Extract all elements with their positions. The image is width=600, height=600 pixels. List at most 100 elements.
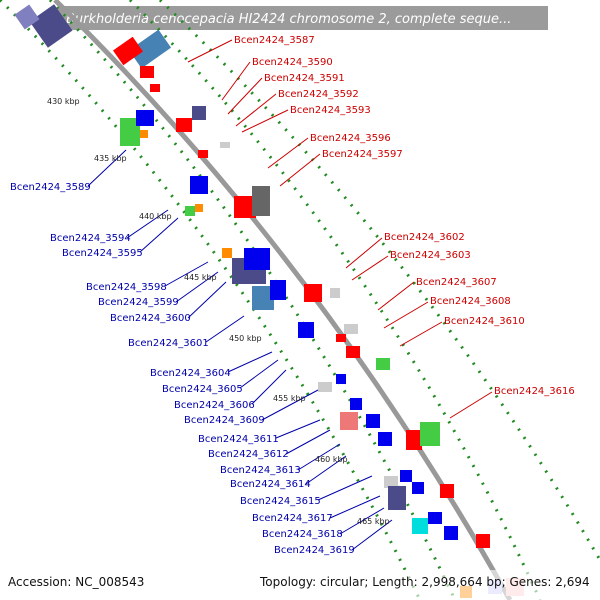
gene-block [340, 412, 358, 430]
gene-label[interactable]: Bcen2424_3619 [274, 545, 355, 556]
gene-block [298, 322, 314, 338]
leader-line [164, 261, 209, 287]
gene-label[interactable]: Bcen2424_3600 [110, 313, 191, 324]
gene-label[interactable]: Bcen2424_3615 [240, 496, 321, 507]
gene-block [128, 29, 172, 69]
gene-labels-left: Bcen2424_3589 Bcen2424_3594 Bcen2424_359… [10, 182, 355, 556]
gene-label[interactable]: Bcen2424_3607 [416, 277, 497, 288]
gene-label[interactable]: Bcen2424_3618 [262, 529, 343, 540]
leader-line [235, 93, 277, 127]
gene-label[interactable]: Bcen2424_3611 [198, 434, 279, 445]
dotted-track-inner-right [128, 0, 542, 600]
gene-block [376, 358, 390, 370]
gene-block [234, 196, 256, 218]
leader-line [241, 109, 289, 133]
gene-label[interactable]: Bcen2424_3590 [252, 57, 333, 68]
gene-block [270, 280, 286, 300]
gene-block [400, 470, 412, 482]
gene-label[interactable]: Bcen2424_3606 [174, 400, 255, 411]
gene-block [150, 84, 160, 92]
gene-label[interactable]: Bcen2424_3596 [310, 133, 391, 144]
gene-label[interactable]: Bcen2424_3593 [290, 105, 371, 116]
gene-block [220, 142, 230, 148]
gene-block [330, 288, 340, 298]
leader-line [267, 137, 309, 169]
gene-label[interactable]: Bcen2424_3602 [384, 232, 465, 243]
gene-label[interactable]: Bcen2424_3591 [264, 73, 345, 84]
kbp-tick: 440 kbp [139, 212, 172, 221]
leader-line [399, 321, 443, 347]
gene-label[interactable]: Bcen2424_3598 [86, 282, 167, 293]
gene-labels-right: Bcen2424_3587 Bcen2424_3590 Bcen2424_359… [234, 35, 575, 397]
kbp-tick: 435 kbp [94, 154, 127, 163]
gene-label[interactable]: Bcen2424_3595 [62, 248, 143, 259]
leader-line [351, 519, 393, 551]
gene-label[interactable]: Bcen2424_3610 [444, 316, 525, 327]
kbp-tick: 450 kbp [229, 334, 262, 343]
gene-label[interactable]: Bcen2424_3609 [184, 415, 265, 426]
gene-label[interactable]: Bcen2424_3616 [494, 386, 575, 397]
gene-block [195, 204, 203, 212]
gene-label[interactable]: Bcen2424_3603 [390, 250, 471, 261]
gene-block [384, 476, 398, 488]
leader-line [187, 39, 233, 63]
gene-label[interactable]: Bcen2424_3612 [208, 449, 289, 460]
gene-block [412, 518, 428, 534]
gene-block [120, 118, 140, 146]
gene-block [244, 248, 270, 270]
map-title: Burkholderia cenocepacia HI2424 chromoso… [66, 12, 511, 27]
leader-lines [87, 39, 493, 551]
gene-label[interactable]: Bcen2424_3587 [234, 35, 315, 46]
gene-label[interactable]: Bcen2424_3599 [98, 297, 179, 308]
gene-block [366, 414, 380, 428]
gene-label[interactable]: Bcen2424_3608 [430, 296, 511, 307]
gene-label[interactable]: Bcen2424_3605 [162, 384, 243, 395]
accession-text: Accession: NC_008543 [8, 575, 144, 589]
leader-line [297, 443, 341, 471]
gene-label[interactable]: Bcen2424_3592 [278, 89, 359, 100]
gene-block [350, 398, 362, 410]
gene-block [476, 534, 490, 548]
gene-block [198, 150, 208, 158]
gene-block [344, 324, 358, 334]
leader-line [227, 351, 273, 373]
gene-label[interactable]: Bcen2424_3597 [322, 149, 403, 160]
gene-block [318, 382, 332, 392]
leader-line [317, 475, 373, 501]
kbp-tick: 430 kbp [47, 97, 80, 106]
leader-line [227, 77, 263, 115]
gene-features [14, 4, 524, 598]
gene-label[interactable]: Bcen2424_3594 [50, 233, 131, 244]
kbp-tick: 445 kbp [184, 273, 217, 282]
gene-block [388, 486, 406, 510]
leader-line [87, 149, 127, 187]
leader-line [275, 419, 321, 439]
leader-line [345, 237, 383, 269]
leader-line [139, 217, 179, 253]
genome-summary-text: Topology: circular; Length: 2,998,664 bp… [259, 575, 590, 589]
gene-block [412, 482, 424, 494]
leader-line [285, 429, 331, 455]
footer-backdrop [0, 570, 600, 600]
gene-label[interactable]: Bcen2424_3614 [230, 479, 311, 490]
dotted-track-outer-right [158, 0, 600, 561]
gene-label[interactable]: Bcen2424_3601 [128, 338, 209, 349]
gene-label[interactable]: Bcen2424_3613 [220, 465, 301, 476]
leader-line [251, 369, 287, 405]
leader-line [205, 315, 245, 343]
leader-line [449, 391, 493, 419]
leader-line [261, 389, 319, 421]
gene-block [336, 334, 346, 342]
leader-line [175, 271, 219, 303]
gene-block [140, 66, 154, 78]
leader-line [339, 507, 385, 535]
gene-label[interactable]: Bcen2424_3617 [252, 513, 333, 524]
gene-label[interactable]: Bcen2424_3589 [10, 182, 91, 193]
gene-block [428, 512, 442, 524]
gene-block [346, 346, 360, 358]
gene-block [192, 106, 206, 120]
gene-label[interactable]: Bcen2424_3604 [150, 368, 231, 379]
leader-line [126, 209, 169, 239]
leader-line [351, 255, 389, 281]
